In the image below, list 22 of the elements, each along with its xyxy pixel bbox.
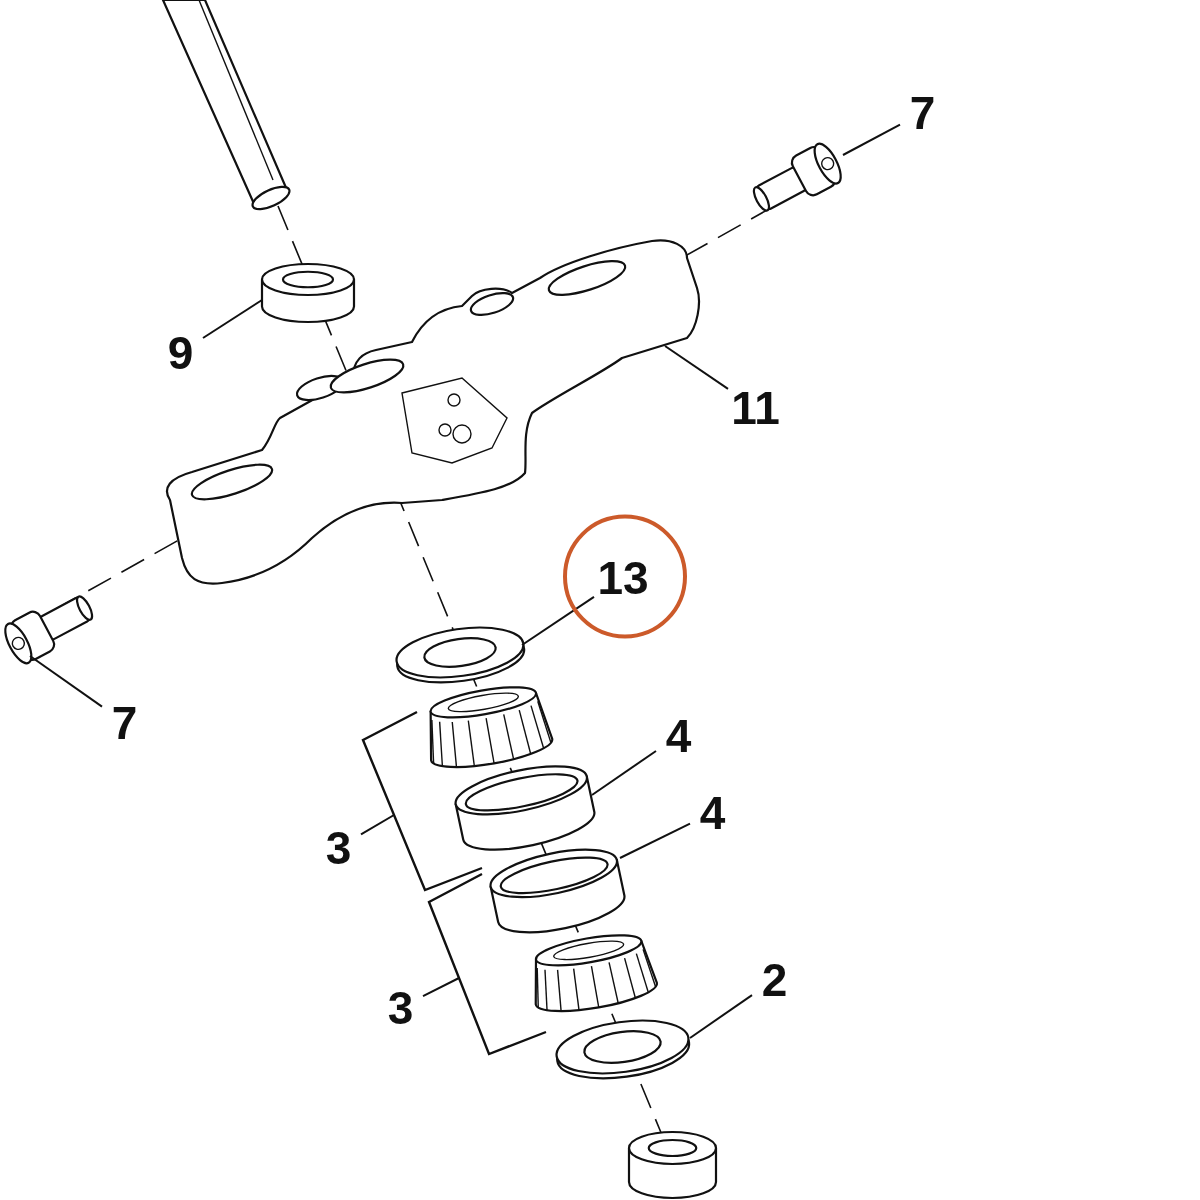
leader-line (202, 299, 263, 339)
callout-number: 4 (690, 785, 735, 840)
leader-line (591, 750, 657, 796)
callout-number: 3 (316, 820, 361, 875)
callout-number: 13 (594, 550, 652, 605)
leader-line (29, 655, 103, 708)
leader-line (619, 822, 691, 859)
leader-line (360, 814, 395, 836)
callout-number: 11 (728, 380, 783, 435)
callout-number: 4 (656, 708, 701, 763)
leader-line (842, 123, 901, 156)
steering-stem-drawing (625, 1130, 720, 1200)
callout-number: 3 (378, 980, 423, 1035)
callout-number: 2 (752, 952, 797, 1007)
leader-line (422, 977, 460, 998)
leader-line (689, 994, 753, 1039)
leader-line (664, 345, 729, 390)
callout-number: 7 (900, 85, 945, 140)
callout-number: 9 (158, 325, 203, 380)
spacer-drawing (258, 262, 358, 324)
callout-number: 7 (102, 695, 147, 750)
leader-line (521, 595, 595, 646)
